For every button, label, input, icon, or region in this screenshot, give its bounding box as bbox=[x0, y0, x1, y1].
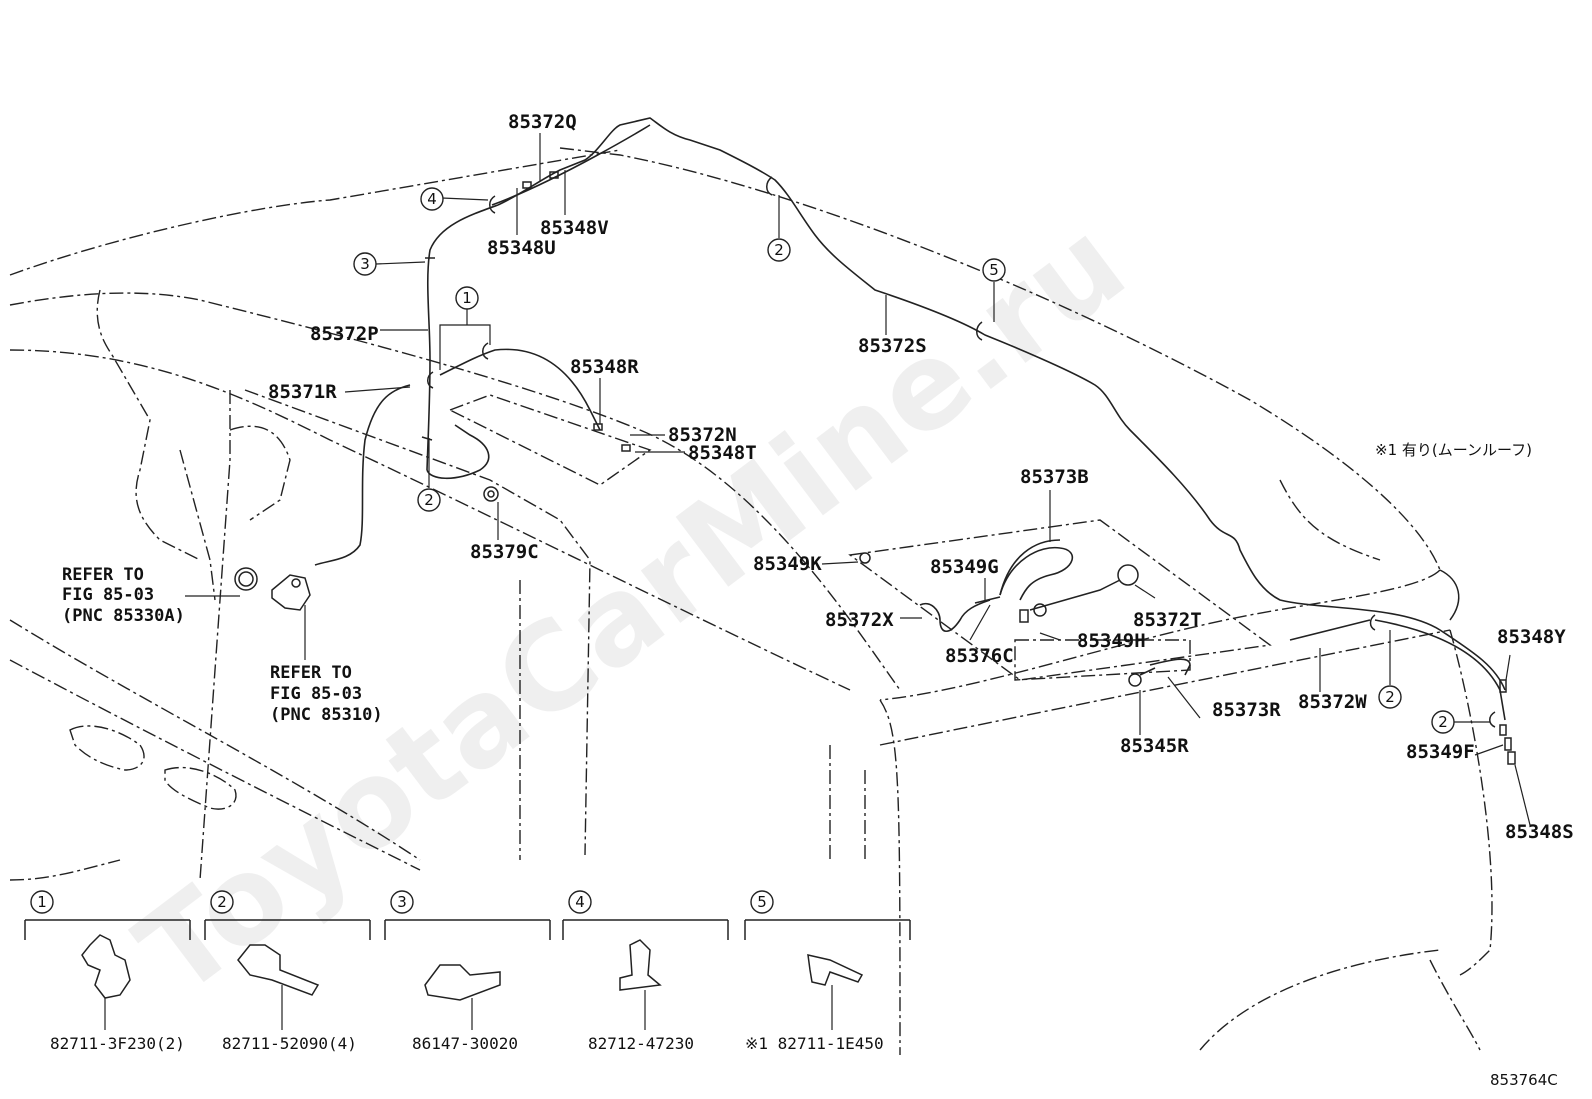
legend-item-2: 2 82711-52090(4) bbox=[204, 890, 371, 1053]
svg-text:REFER TO: REFER TO bbox=[62, 565, 144, 585]
svg-text:1: 1 bbox=[462, 289, 472, 307]
label-85376C: 85376C bbox=[945, 645, 1014, 667]
moonroof-drain-parts bbox=[859, 539, 1142, 687]
svg-text:(PNC 85330A): (PNC 85330A) bbox=[62, 606, 185, 626]
legend-item-5: 5 ※1 82711-1E450 bbox=[744, 890, 911, 1053]
svg-text:2: 2 bbox=[774, 241, 784, 259]
svg-text:82711-3F230(2): 82711-3F230(2) bbox=[50, 1034, 185, 1053]
label-85372X: 85372X bbox=[825, 609, 894, 631]
label-85348R: 85348R bbox=[570, 356, 639, 378]
svg-text:4: 4 bbox=[427, 190, 437, 208]
callout-circle: 1 bbox=[455, 286, 479, 310]
svg-text:2: 2 bbox=[424, 491, 434, 509]
label-85348T: 85348T bbox=[688, 442, 757, 464]
svg-text:3: 3 bbox=[397, 893, 407, 911]
leader-lines bbox=[185, 133, 1531, 826]
label-85348U: 85348U bbox=[487, 237, 556, 259]
label-85372P: 85372P bbox=[310, 323, 379, 345]
washer-hoses bbox=[314, 117, 1506, 721]
figure-id: 853764C bbox=[1490, 1071, 1558, 1089]
svg-text:REFER TO: REFER TO bbox=[270, 663, 352, 683]
svg-text:※1 82711-1E450: ※1 82711-1E450 bbox=[745, 1034, 884, 1053]
moonroof-note: ※1 有り(ムーンルーフ) bbox=[1375, 441, 1532, 459]
legend-item-4: 4 82712-47230 bbox=[562, 890, 729, 1053]
svg-text:1: 1 bbox=[37, 893, 47, 911]
svg-text:2: 2 bbox=[1438, 713, 1448, 731]
diagram-callouts: 4 3 1 2 2 5 2 2 bbox=[353, 187, 1455, 734]
svg-text:FIG 85-03: FIG 85-03 bbox=[62, 585, 154, 605]
label-85348V: 85348V bbox=[540, 217, 609, 239]
label-85348Y: 85348Y bbox=[1497, 626, 1566, 648]
svg-text:2: 2 bbox=[217, 893, 227, 911]
label-85379C: 85379C bbox=[470, 541, 539, 563]
svg-text:3: 3 bbox=[360, 255, 370, 273]
callout-circle: 2 bbox=[767, 238, 791, 262]
svg-text:5: 5 bbox=[757, 893, 767, 911]
label-85349H: 85349H bbox=[1077, 630, 1146, 652]
svg-text:86147-30020: 86147-30020 bbox=[412, 1034, 518, 1053]
callout-circle: 2 bbox=[1378, 685, 1402, 709]
label-85373R: 85373R bbox=[1212, 699, 1281, 721]
label-85349G: 85349G bbox=[930, 556, 999, 578]
moonroof-box bbox=[448, 394, 1272, 681]
refer-note-left: REFER TO FIG 85-03 (PNC 85330A) bbox=[62, 565, 185, 626]
hose-clamps bbox=[421, 171, 1516, 765]
callout-circle: 3 bbox=[353, 252, 377, 276]
callout-circle: 5 bbox=[982, 258, 1006, 282]
callout-circle: 4 bbox=[420, 187, 444, 211]
callout-circle: 2 bbox=[417, 488, 441, 512]
svg-text:4: 4 bbox=[575, 893, 585, 911]
svg-text:FIG 85-03: FIG 85-03 bbox=[270, 684, 362, 704]
svg-text:2: 2 bbox=[1385, 688, 1395, 706]
label-85372S: 85372S bbox=[858, 335, 927, 357]
svg-text:(PNC 85310): (PNC 85310) bbox=[270, 705, 383, 725]
vehicle-body-outline bbox=[9, 147, 1493, 1056]
svg-text:82711-52090(4): 82711-52090(4) bbox=[222, 1034, 357, 1053]
label-85345R: 85345R bbox=[1120, 735, 1189, 757]
label-85349K: 85349K bbox=[753, 553, 822, 575]
label-85371R: 85371R bbox=[268, 381, 337, 403]
washer-connectors bbox=[234, 567, 311, 611]
refer-note-right: REFER TO FIG 85-03 (PNC 85310) bbox=[270, 663, 383, 725]
legend: 1 82711-3F230(2) 2 82711-52090(4) 3 8614… bbox=[24, 890, 911, 1053]
svg-text:82712-47230: 82712-47230 bbox=[588, 1034, 694, 1053]
callout-circle: 2 bbox=[1431, 710, 1455, 734]
label-85373B: 85373B bbox=[1020, 466, 1089, 488]
label-85372N: 85372N bbox=[668, 424, 737, 446]
label-85348S: 85348S bbox=[1505, 821, 1574, 843]
label-85372W: 85372W bbox=[1298, 691, 1367, 713]
legend-item-3: 3 86147-30020 bbox=[384, 890, 551, 1053]
label-85349F: 85349F bbox=[1406, 741, 1475, 763]
legend-item-1: 1 82711-3F230(2) bbox=[24, 890, 191, 1053]
door-handles bbox=[69, 725, 237, 810]
part-labels: 85372Q 85348V 85348U 85372P 85371R 85348… bbox=[268, 111, 1574, 843]
watermark: ToyotaCarMine.ru bbox=[114, 194, 1151, 1023]
svg-text:5: 5 bbox=[989, 261, 999, 279]
label-85372Q: 85372Q bbox=[508, 111, 577, 133]
label-85372T: 85372T bbox=[1133, 609, 1202, 631]
